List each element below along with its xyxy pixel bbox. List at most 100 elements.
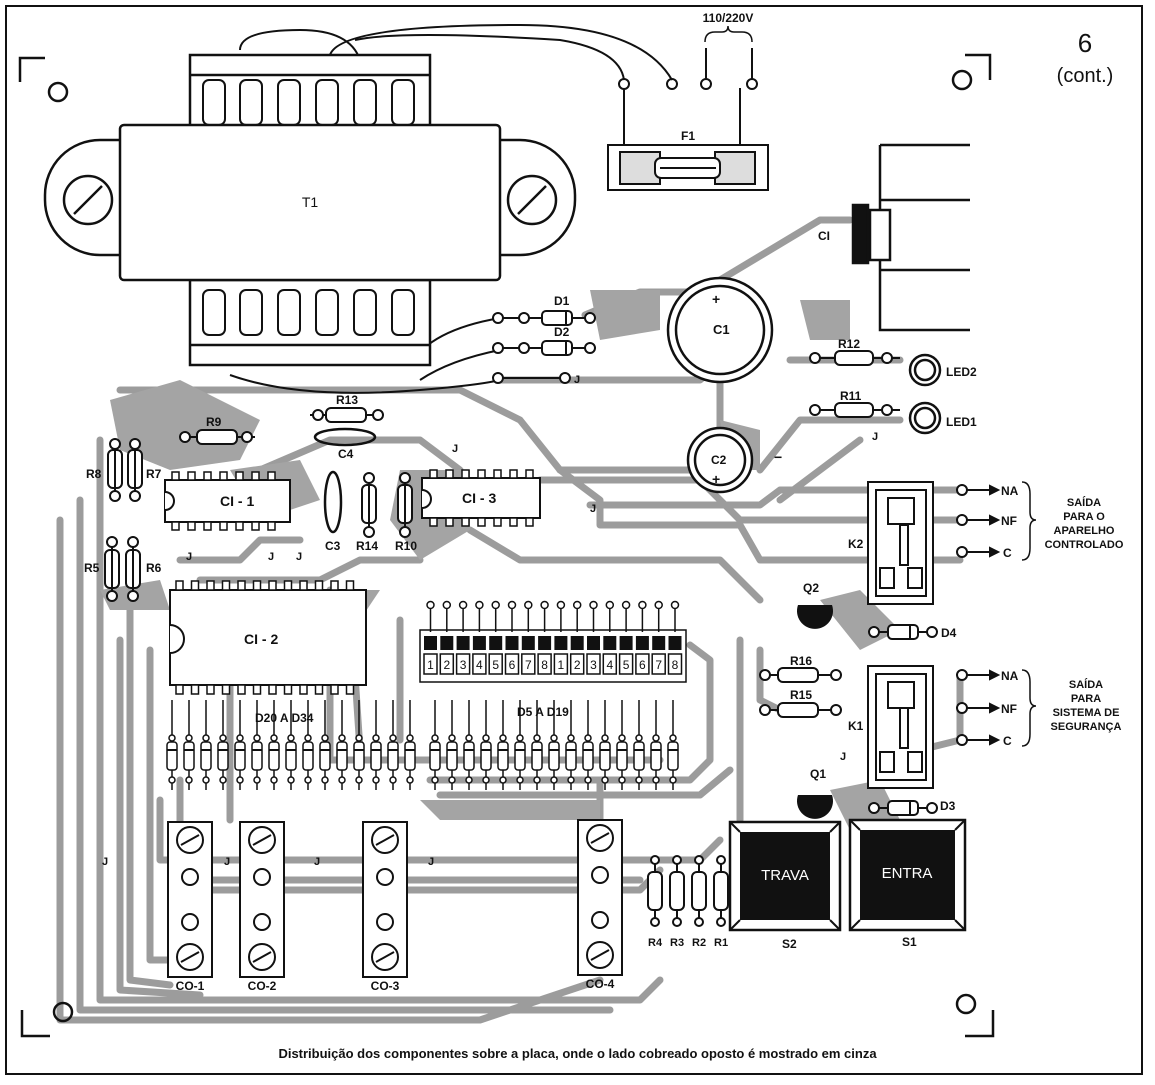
ci3-label: CI - 3 bbox=[462, 490, 496, 506]
array-diode bbox=[353, 700, 365, 790]
mains-brace bbox=[704, 25, 753, 43]
j-label-ci1-b: J bbox=[268, 551, 274, 563]
dip-switch-number: 4 bbox=[476, 658, 483, 672]
transistor-q1 bbox=[796, 795, 833, 819]
array-diode bbox=[463, 700, 475, 790]
r1-label: R1 bbox=[714, 937, 728, 949]
dip-switch-cell: 6 bbox=[635, 600, 650, 675]
k2-c: C bbox=[1003, 546, 1012, 560]
r11-label: R11 bbox=[840, 389, 862, 403]
capacitor-c4 bbox=[313, 427, 377, 447]
k1-c: C bbox=[1003, 734, 1012, 748]
resistor-r2 bbox=[691, 855, 707, 927]
array-diode bbox=[166, 700, 178, 790]
dip-switch-number: 3 bbox=[460, 658, 467, 672]
array-diode bbox=[514, 700, 526, 790]
r3-label: R3 bbox=[670, 937, 684, 949]
array-diode bbox=[429, 700, 441, 790]
f1-label: F1 bbox=[681, 129, 695, 143]
j-label-led: J bbox=[872, 431, 878, 443]
dip-switch-number: 4 bbox=[606, 658, 613, 672]
figure-number: 6 bbox=[1078, 28, 1092, 58]
j-label-ci1-a: J bbox=[186, 551, 192, 563]
c2-minus: − bbox=[774, 449, 782, 465]
resistor-r5 bbox=[104, 536, 120, 602]
mains-pins bbox=[618, 48, 758, 90]
d2-label: D2 bbox=[554, 325, 570, 339]
transistor-q2 bbox=[796, 605, 833, 629]
k1-title-4: SEGURANÇA bbox=[1051, 721, 1122, 733]
co2-label: CO-2 bbox=[248, 979, 277, 993]
ci1-pins bbox=[171, 471, 276, 531]
array-diode bbox=[234, 700, 246, 790]
diode-d3 bbox=[868, 800, 938, 816]
k2-brace bbox=[1021, 481, 1037, 561]
relay-k2 bbox=[867, 481, 934, 605]
diode-bank-right-label: D5 A D19 bbox=[517, 705, 569, 719]
dip-switch-cell: 6 bbox=[504, 600, 520, 675]
resistor-r14 bbox=[361, 472, 377, 538]
dip-switch-number: 7 bbox=[525, 658, 532, 672]
j-label-bottom-a: J bbox=[102, 856, 108, 868]
k1-brace bbox=[1021, 669, 1037, 747]
capacitor-c1 bbox=[666, 276, 774, 384]
j-label-bottom-b: J bbox=[224, 856, 230, 868]
d3-label: D3 bbox=[940, 799, 956, 813]
transformer-t1 bbox=[43, 53, 577, 367]
q2-label: Q2 bbox=[803, 581, 819, 595]
ic-ci3 bbox=[421, 477, 541, 519]
array-diode bbox=[497, 700, 509, 790]
j-label-ci3-top: J bbox=[452, 443, 458, 455]
array-diode bbox=[616, 700, 628, 790]
r12-label: R12 bbox=[838, 337, 860, 351]
co3-label: CO-3 bbox=[371, 979, 400, 993]
capacitor-c2 bbox=[686, 426, 754, 494]
k2-output-pins bbox=[956, 484, 1001, 558]
dip-switch-number: 8 bbox=[541, 658, 548, 672]
terminal-block bbox=[167, 821, 213, 978]
entra-label: ENTRA bbox=[882, 865, 933, 882]
resistor-r9 bbox=[179, 429, 255, 445]
j-label-k1: J bbox=[840, 751, 846, 763]
resistor-r16 bbox=[759, 667, 842, 683]
array-diode bbox=[387, 700, 399, 790]
figure-number-suffix: (cont.) bbox=[1057, 65, 1114, 87]
k1-title-2: PARA bbox=[1071, 693, 1101, 705]
array-diode bbox=[633, 700, 645, 790]
dip-switch-cell: 7 bbox=[651, 600, 666, 675]
array-diode bbox=[480, 700, 492, 790]
dip-switch-number: 7 bbox=[655, 658, 662, 672]
trava-label: TRAVA bbox=[761, 867, 809, 884]
dip-switch-cell: 7 bbox=[521, 600, 536, 675]
r8-label: R8 bbox=[86, 467, 102, 481]
r2-label: R2 bbox=[692, 937, 706, 949]
dip-switch-number: 8 bbox=[672, 658, 679, 672]
k2-title-1: SAÍDA bbox=[1067, 496, 1101, 509]
k2-na: NA bbox=[1001, 484, 1019, 498]
diode-bank-left-label: D20 A D34 bbox=[255, 711, 314, 725]
k2-title-4: CONTROLADO bbox=[1045, 539, 1124, 551]
dip-switch-number: 2 bbox=[574, 658, 581, 672]
resistor-r4 bbox=[647, 855, 663, 927]
j-label-bottom-d: J bbox=[428, 856, 434, 868]
array-diode bbox=[302, 700, 314, 790]
dip-switch-number: 5 bbox=[623, 658, 630, 672]
k1-title-3: SISTEMA DE bbox=[1053, 707, 1120, 719]
r15-label: R15 bbox=[790, 688, 812, 702]
dip-switch-cell: 8 bbox=[537, 600, 552, 675]
array-diode bbox=[268, 700, 280, 790]
r9-label: R9 bbox=[206, 415, 222, 429]
capacitor-c3 bbox=[323, 470, 343, 534]
dip-switch-number: 1 bbox=[558, 658, 565, 672]
j-label-bottom-c: J bbox=[314, 856, 320, 868]
resistor-r12 bbox=[809, 350, 900, 366]
k1-title-1: SAÍDA bbox=[1069, 678, 1103, 691]
co4-label: CO-4 bbox=[586, 977, 615, 991]
resistor-r13 bbox=[310, 407, 384, 423]
dip-switch-cell: 2 bbox=[439, 600, 455, 675]
ci2-label: CI - 2 bbox=[244, 631, 278, 647]
s1-label: S1 bbox=[902, 935, 917, 949]
dip-switch-number: 3 bbox=[590, 658, 597, 672]
k2-label: K2 bbox=[848, 537, 864, 551]
dip-switch-cell: 1 bbox=[553, 600, 569, 675]
